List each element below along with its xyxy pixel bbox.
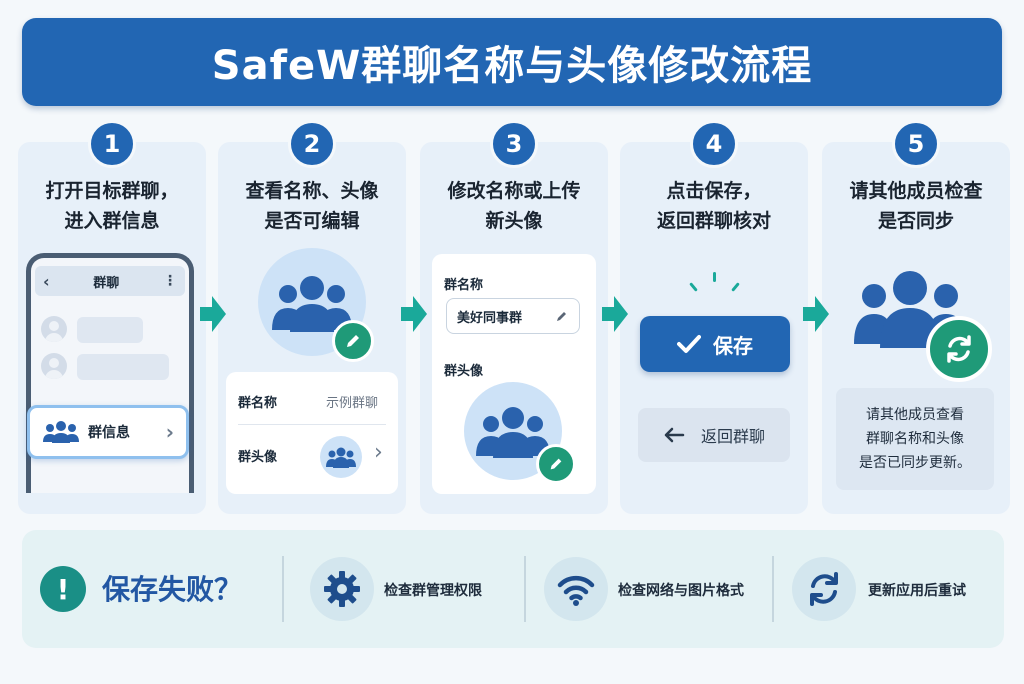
page-title: SafeW群聊名称与头像修改流程: [211, 43, 813, 89]
group-settings-card: 群名称 示例群聊 群头像 ›: [226, 372, 398, 494]
chat-message-row: [41, 353, 191, 383]
step-title-line: 请其他成员检查: [849, 180, 983, 202]
save-button[interactable]: 保存: [640, 316, 790, 372]
save-failed-heading: 保存失败？: [102, 573, 243, 606]
back-to-chat-label: 返回群聊: [700, 427, 765, 446]
step-title-line: 新头像: [485, 210, 543, 232]
panel-divider: [282, 556, 284, 622]
step-title-3: 修改名称或上传 新头像: [420, 176, 608, 236]
step-title-line: 查看名称、头像: [245, 180, 379, 202]
tip-check-permission: 检查群管理权限: [384, 583, 482, 599]
warning-icon: !: [40, 566, 86, 612]
phone-header: ‹ 群聊 ⋮: [35, 266, 185, 296]
sync-note-line: 是否已同步更新。: [859, 455, 971, 471]
phone-header-title: 群聊: [93, 275, 120, 291]
sync-note-line: 群聊名称和头像: [866, 431, 964, 447]
flow-arrow-4: [803, 296, 829, 332]
sync-refresh-icon: [926, 316, 992, 382]
panel-divider: [524, 556, 526, 622]
edit-pencil-icon: [557, 312, 566, 321]
group-name-input-value: 美好同事群: [457, 310, 523, 326]
sync-note-line: 请其他成员查看: [866, 407, 964, 423]
group-name-label: 群名称: [444, 278, 484, 293]
checkmark-icon: [677, 335, 701, 353]
group-name-input[interactable]: 美好同事群: [446, 298, 580, 334]
tip-check-network: 检查网络与图片格式: [618, 583, 744, 599]
step-number-4: 4: [690, 120, 738, 168]
step-title-line: 是否可编辑: [264, 210, 360, 232]
step-title-4: 点击保存， 返回群聊核对: [620, 176, 808, 236]
group-members-icon: [854, 271, 966, 348]
group-members-icon: [43, 421, 79, 443]
edit-pencil-icon[interactable]: [536, 444, 576, 484]
group-members-icon: [272, 276, 352, 332]
chat-message-row: [41, 316, 191, 346]
group-avatar-label: 群头像: [238, 450, 278, 465]
step-number-3: 3: [490, 120, 538, 168]
step-title-2: 查看名称、头像 是否可编辑: [218, 176, 406, 236]
step-title-line: 打开目标群聊，: [45, 180, 179, 202]
step-title-line: 修改名称或上传: [447, 180, 581, 202]
step-title-5: 请其他成员检查 是否同步: [822, 176, 1010, 236]
chevron-right-icon[interactable]: ›: [374, 440, 383, 465]
step-number-2: 2: [288, 120, 336, 168]
step-title-line: 是否同步: [877, 210, 954, 232]
title-banner: SafeW群聊名称与头像修改流程: [22, 18, 1002, 106]
group-members-icon: [476, 407, 550, 458]
user-avatar-icon: [41, 353, 67, 379]
group-avatar-thumbnail: [320, 436, 362, 478]
flow-arrow-1: [200, 296, 226, 332]
sparkle-icon: [713, 272, 716, 282]
chevron-right-icon: ›: [165, 420, 174, 444]
group-name-label: 群名称: [238, 396, 278, 411]
step-title-line: 返回群聊核对: [656, 210, 771, 232]
wifi-icon: [544, 557, 608, 621]
step-title-line: 进入群信息: [64, 210, 160, 232]
group-members-icon: [326, 447, 356, 468]
flow-arrow-2: [401, 296, 427, 332]
back-chevron-icon[interactable]: ‹: [43, 271, 50, 291]
step-number-1: 1: [88, 120, 136, 168]
group-avatar-label: 群头像: [444, 364, 484, 379]
step-title-1: 打开目标群聊， 进入群信息: [18, 176, 206, 236]
group-info-item[interactable]: 群信息 ›: [27, 405, 189, 459]
edit-pencil-icon[interactable]: [332, 320, 374, 362]
flow-arrow-3: [602, 296, 628, 332]
chat-bubble-placeholder: [77, 354, 169, 380]
user-avatar-icon: [41, 316, 67, 342]
chat-bubble-placeholder: [77, 317, 143, 343]
save-button-label: 保存: [713, 333, 753, 358]
group-avatar-preview: [258, 248, 366, 356]
gear-icon: [310, 557, 374, 621]
tip-update-app: 更新应用后重试: [868, 583, 966, 599]
row-divider: [238, 424, 386, 425]
group-name-value: 示例群聊: [326, 396, 379, 411]
step-title-line: 点击保存，: [666, 180, 762, 202]
group-info-label: 群信息: [88, 425, 130, 441]
phone-mockup: ‹ 群聊 ⋮: [26, 253, 194, 493]
panel-divider: [772, 556, 774, 622]
step-number-5: 5: [892, 120, 940, 168]
sync-note: 请其他成员查看 群聊名称和头像 是否已同步更新。: [836, 388, 994, 490]
more-options-icon[interactable]: ⋮: [162, 273, 177, 289]
back-to-chat-button[interactable]: 返回群聊: [638, 408, 790, 462]
arrow-left-icon: [664, 427, 685, 443]
refresh-icon: [792, 557, 856, 621]
